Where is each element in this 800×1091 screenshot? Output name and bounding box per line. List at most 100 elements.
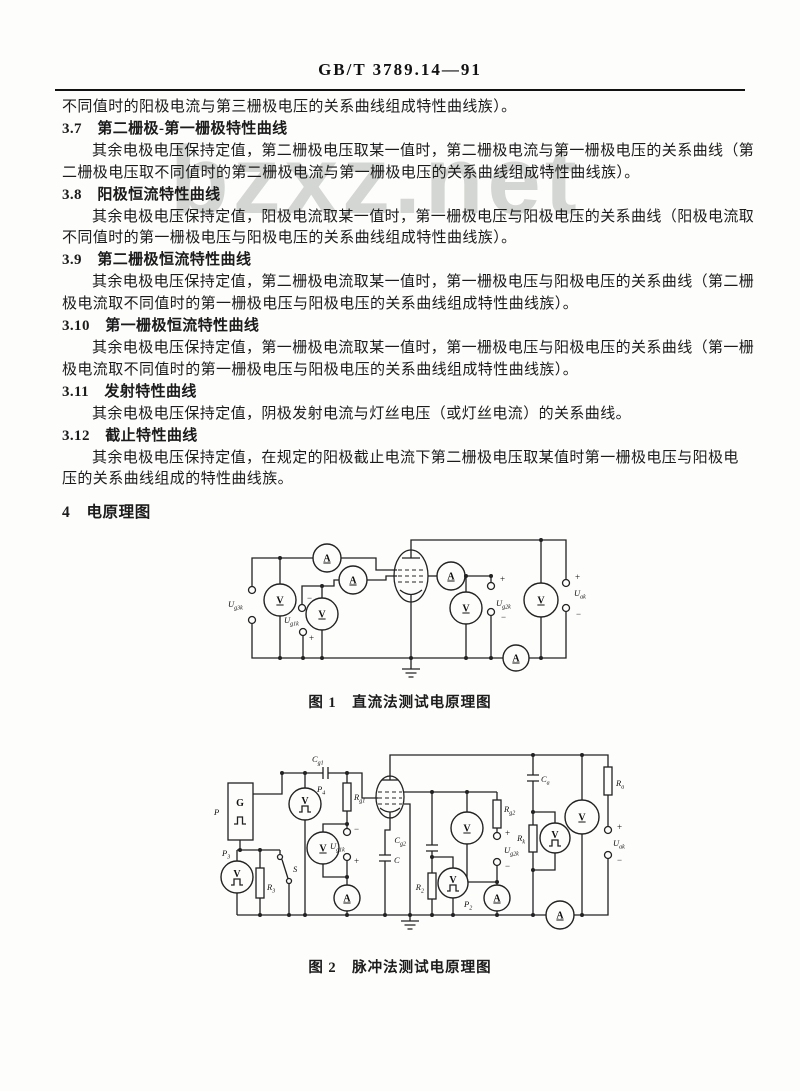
ammeter-icon: A	[312, 543, 342, 573]
peak-voltmeter-icon: V	[220, 860, 254, 894]
text-line: 不同值时的阳极电流与第三栅极电压的关系曲线组成特性曲线族）。	[62, 99, 517, 115]
svg-text:+: +	[505, 828, 510, 838]
body-text-block: 不同值时的阳极电流与第三栅极电压的关系曲线组成特性曲线族）。 3.7 第二栅极-…	[62, 97, 755, 522]
svg-text:Rg2: Rg2	[503, 804, 515, 817]
svg-text:V: V	[449, 875, 457, 886]
svg-text:−: −	[576, 609, 581, 619]
voltmeter-icon: V	[305, 597, 339, 631]
switch-icon	[276, 853, 293, 885]
section-heading-3-9: 3.9 第二栅极恒流特性曲线	[62, 252, 252, 269]
svg-text:V: V	[462, 604, 470, 615]
svg-text:Ug1k: Ug1k	[284, 615, 299, 628]
fig2-terminals	[342, 825, 613, 867]
svg-text:Uak: Uak	[613, 838, 625, 851]
svg-text:+: +	[354, 856, 359, 866]
svg-text:+: +	[575, 572, 580, 582]
capacitor-icon	[322, 767, 539, 862]
header-rule	[55, 89, 745, 92]
section-heading-3-12: 3.12 截止特性曲线	[62, 427, 198, 444]
text-line: 其余电极电压保持定值，阳极电流取某一值时，第一栅极电压与阳极电压的关系曲线（阳极…	[92, 208, 755, 225]
ammeter-icon: A	[333, 884, 361, 912]
svg-text:A: A	[447, 572, 455, 583]
svg-text:V: V	[301, 796, 309, 807]
standard-code-header: GB/T 3789.14—91	[318, 60, 482, 79]
svg-text:Uak: Uak	[574, 588, 586, 601]
pulse-generator-box: G	[227, 782, 254, 841]
svg-text:V: V	[318, 610, 326, 621]
peak-voltmeter-icon: V	[539, 822, 571, 854]
svg-text:P3: P3	[221, 848, 230, 861]
svg-text:Ug3k: Ug3k	[228, 599, 243, 612]
text-line: 极电流取不同值时的第一栅极电压与阳极电压的关系曲线组成特性曲线族）。	[62, 361, 579, 378]
svg-text:Ug2k: Ug2k	[496, 598, 511, 611]
svg-text:Ug2k: Ug2k	[504, 845, 519, 858]
svg-text:S: S	[293, 864, 298, 874]
voltmeter-icon: V	[306, 831, 340, 865]
svg-text:−: −	[501, 612, 506, 622]
text-line: 其余电极电压保持定值，在规定的阳极截止电流下第二栅极电压取某值时第一栅极电压与阳…	[92, 449, 739, 466]
svg-text:A: A	[493, 894, 501, 905]
svg-text:Ra: Ra	[615, 778, 624, 791]
fig1-junction-dots	[278, 538, 543, 660]
svg-text:V: V	[319, 844, 327, 855]
svg-text:P4: P4	[316, 784, 325, 797]
section-heading-3-11: 3.11 发射特性曲线	[62, 383, 197, 400]
svg-text:G: G	[236, 798, 244, 809]
tube-pentode-icon	[375, 775, 405, 819]
resistor-icon	[255, 766, 613, 900]
text-line: 其余电极电压保持定值，第一栅极电流取某一值时，第一栅极电压与阳极电压的关系曲线（…	[92, 339, 755, 356]
svg-text:Ca: Ca	[541, 774, 550, 787]
svg-text:+: +	[500, 574, 505, 584]
svg-text:−: −	[354, 824, 359, 834]
fig1-labels: Ug3k − Ug1k + + Ug2k − + Uak −	[228, 572, 586, 643]
fig2-junction-dots	[238, 753, 584, 917]
section-heading-4: 4 电原理图	[62, 504, 151, 522]
ground-icon	[401, 915, 419, 930]
svg-text:Rk: Rk	[516, 833, 525, 846]
svg-text:V: V	[276, 596, 284, 607]
ground-icon	[402, 658, 420, 678]
svg-text:−: −	[617, 855, 622, 865]
ammeter-icon: A	[338, 565, 368, 595]
svg-text:V: V	[537, 596, 545, 607]
svg-text:C: C	[394, 855, 400, 865]
text-line: 二栅极电压取不同值时的第二栅极电流与第一栅极电压的关系曲线组成特性曲线族）。	[62, 164, 640, 181]
svg-text:V: V	[551, 830, 559, 841]
svg-text:−: −	[307, 593, 312, 603]
svg-text:V: V	[578, 813, 586, 824]
tube-pentode-icon	[393, 549, 429, 603]
text-line: 不同值时的第一栅极电压与阳极电压的关系曲线组成特性曲线族）。	[62, 230, 517, 247]
voltmeter-icon: V	[263, 583, 297, 617]
svg-text:+: +	[617, 822, 622, 832]
svg-text:Ug1k: Ug1k	[330, 841, 345, 854]
svg-text:+: +	[309, 633, 314, 643]
svg-text:V: V	[233, 869, 241, 880]
svg-text:A: A	[323, 554, 331, 565]
svg-text:Cg1: Cg1	[312, 754, 324, 767]
svg-text:V: V	[463, 824, 471, 835]
text-line: 其余电极电压保持定值，第二栅极电压取某一值时，第二栅极电流与第一栅极电压的关系曲…	[92, 142, 755, 159]
svg-text:P: P	[213, 807, 219, 817]
section-heading-3-10: 3.10 第一栅极恒流特性曲线	[62, 318, 260, 335]
text-line: 压的关系曲线组成的特性曲线族。	[62, 471, 294, 488]
svg-text:A: A	[343, 894, 351, 905]
svg-text:Cg2: Cg2	[394, 835, 406, 848]
svg-text:−: −	[505, 861, 510, 871]
figure-1-dc-test-schematic: A A A A V V V V	[228, 538, 586, 678]
voltmeter-icon: V	[523, 582, 559, 618]
fig2-wires	[236, 754, 609, 916]
section-heading-3-7: 3.7 第二栅极-第一栅极特性曲线	[62, 120, 288, 137]
peak-voltmeter-icon: V	[437, 867, 469, 899]
text-line: 其余电极电压保持定值，第二栅极电流取某一值时，第一栅极电压与阳极电压的关系曲线（…	[92, 274, 755, 291]
ammeter-icon: A	[502, 644, 530, 672]
figure-2-caption: 图 2 脉冲法测试电原理图	[308, 960, 492, 976]
ammeter-icon: A	[436, 561, 466, 591]
text-line: 其余电极电压保持定值，阴极发射电流与灯丝电压（或灯丝电流）的关系曲线。	[92, 405, 632, 422]
svg-text:R2: R2	[415, 882, 424, 895]
svg-text:P2: P2	[463, 899, 472, 912]
section-heading-3-8: 3.8 阳极恒流特性曲线	[62, 186, 221, 203]
ammeter-icon: A	[545, 900, 575, 930]
ammeter-icon: A	[483, 884, 511, 912]
svg-text:Rg1: Rg1	[353, 792, 365, 805]
